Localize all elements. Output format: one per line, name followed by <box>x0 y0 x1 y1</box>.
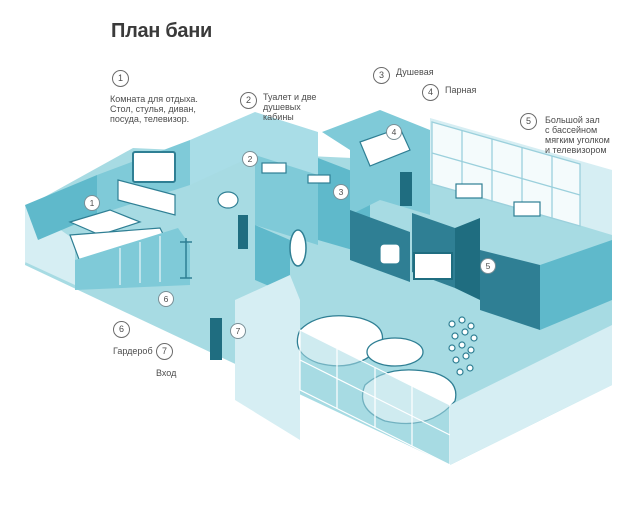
legend-number: 4 <box>422 84 439 101</box>
toilet-side-wall <box>255 155 318 245</box>
sideboard <box>117 179 176 216</box>
tv-hall <box>413 252 453 280</box>
toilet-back-wall <box>190 112 318 185</box>
mirror <box>289 229 307 267</box>
pool <box>480 250 540 330</box>
shower-head <box>307 174 331 184</box>
wall-right-outer <box>450 325 612 465</box>
radiator-2 <box>513 201 541 217</box>
legend-number: 2 <box>240 92 257 109</box>
tv-room1 <box>132 151 176 183</box>
hall-partition <box>455 218 480 300</box>
legend-text: Вход <box>156 368 177 378</box>
table-room1 <box>68 209 142 236</box>
toilet-fixture <box>217 191 239 209</box>
door-steam <box>400 172 412 206</box>
door-entrance <box>210 318 222 360</box>
wardrobe-doors <box>119 236 161 285</box>
legend-text: Туалет и две душевых кабины <box>263 92 317 122</box>
wardrobe-wall <box>75 228 190 290</box>
shower-tray <box>261 162 287 174</box>
page-title: План бани <box>111 20 212 42</box>
legend-number: 6 <box>113 321 130 338</box>
radiator-1 <box>455 183 483 199</box>
partition-center <box>255 225 290 295</box>
entrance-wall <box>235 275 300 440</box>
map-marker-5: 5 <box>480 258 496 274</box>
legend-text: Комната для отдыха. Стол, стулья, диван,… <box>110 94 198 124</box>
legend-text: Большой зал с бассейном мягким уголком и… <box>545 115 610 155</box>
map-marker-3: 3 <box>333 184 349 200</box>
coat-stand <box>180 238 192 279</box>
legend-number: 7 <box>156 343 173 360</box>
towel-rack <box>379 243 401 265</box>
legend-number: 3 <box>373 67 390 84</box>
map-marker-7: 7 <box>230 323 246 339</box>
legend-text: Гардероб <box>113 346 153 356</box>
hall-table <box>366 337 424 367</box>
pool-side <box>540 240 612 330</box>
door-toilet <box>238 215 248 249</box>
map-marker-1: 1 <box>84 195 100 211</box>
map-marker-4: 4 <box>386 124 402 140</box>
legend-number: 5 <box>520 113 537 130</box>
bubbles-decoration <box>448 316 478 376</box>
room1-side-wall <box>25 175 97 240</box>
legend-number: 1 <box>112 70 129 87</box>
hall-window <box>431 121 581 227</box>
map-marker-2: 2 <box>242 151 258 167</box>
legend-text: Душевая <box>396 67 434 77</box>
map-marker-6: 6 <box>158 291 174 307</box>
legend-text: Парная <box>445 85 477 95</box>
